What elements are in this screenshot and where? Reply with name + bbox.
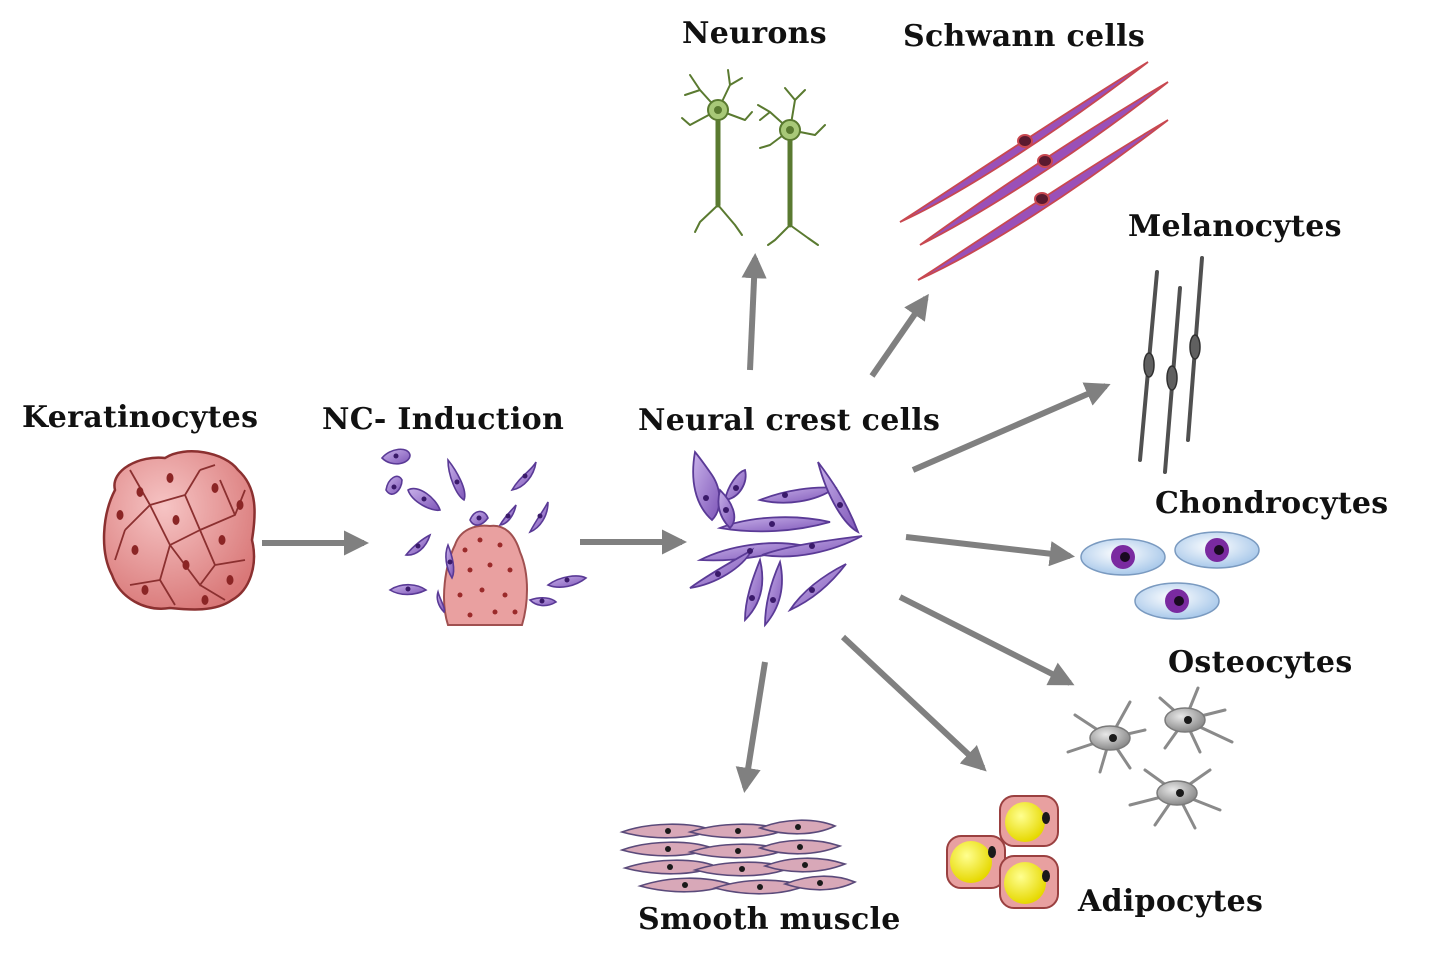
arrow-to-neurons — [741, 252, 767, 371]
chondrocytes-illustration — [1080, 531, 1260, 620]
schwann-cells-illustration — [899, 61, 1169, 281]
arrow-to-smooth-muscle — [735, 661, 768, 793]
keratinocytes-illustration — [102, 450, 256, 611]
arrow-to-melanocytes — [911, 382, 1111, 473]
arrows — [262, 252, 1111, 793]
arrow-to-osteocytes — [898, 594, 1075, 686]
keratinocytes-label: Keratinocytes — [22, 400, 259, 435]
adipocytes-label: Adipocytes — [1078, 884, 1264, 919]
schwann-cells-label: Schwann cells — [903, 19, 1146, 54]
nc-induction-illustration — [380, 448, 588, 626]
arrow-to-schwann — [869, 293, 929, 378]
neurons-label: Neurons — [682, 16, 827, 51]
adipocytes-illustration — [946, 795, 1059, 909]
arrow-to-chondrocytes — [905, 534, 1076, 567]
smooth-muscle-illustration — [619, 819, 857, 895]
melanocytes-label: Melanocytes — [1128, 209, 1342, 244]
neural-crest-cells-illustration — [689, 449, 863, 628]
osteocytes-label: Osteocytes — [1168, 645, 1353, 680]
neurons-illustration — [681, 69, 826, 246]
arrow-to-adipocytes — [840, 634, 987, 772]
melanocytes-illustration — [1138, 256, 1204, 474]
chondrocytes-label: Chondrocytes — [1155, 486, 1389, 521]
nc-induction-label: NC- Induction — [322, 402, 565, 437]
neural-crest-cells-label: Neural crest cells — [638, 403, 941, 438]
osteocytes-illustration — [1066, 686, 1234, 830]
smooth-muscle-label: Smooth muscle — [638, 902, 901, 937]
